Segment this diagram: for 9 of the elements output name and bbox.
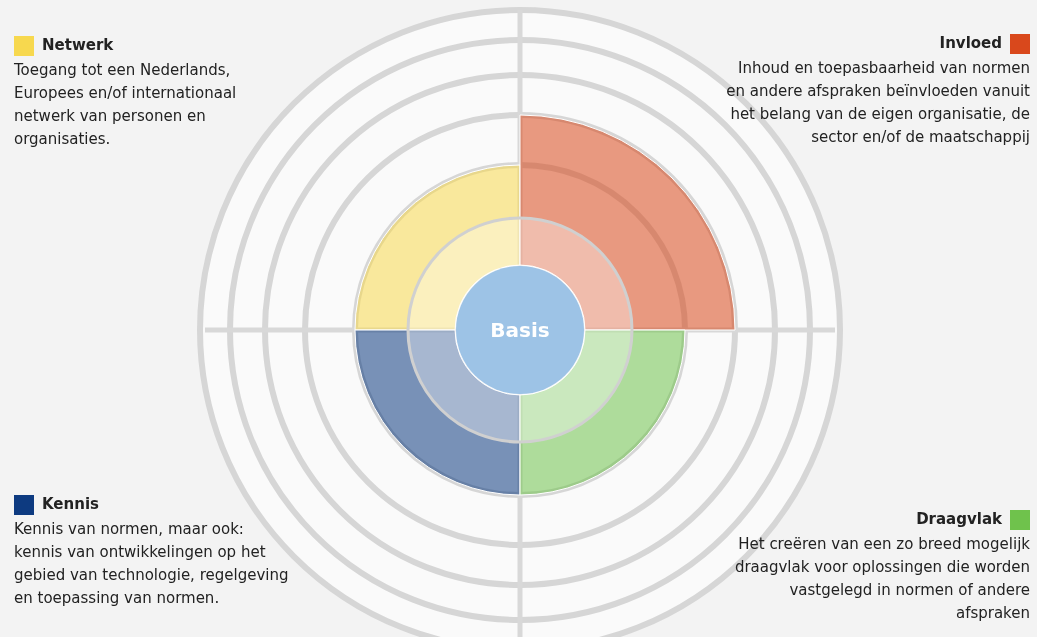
description-text: Inhoud en toepasbaarheid van normen en andere afspraken beïnvloeden vanuit het belang van de eigen organisatie, de sector en/of de maatschappij bbox=[725, 58, 1030, 148]
legend-label: Invloed bbox=[939, 33, 1002, 54]
description-text: Toegang tot een Nederlands, Europees en/of internationaal netwerk van personen en organisaties. bbox=[14, 60, 238, 150]
legend-label: Draagvlak bbox=[916, 509, 1002, 530]
description-text: Het creëren van een zo breed mogelijk draagvlak voor oplossingen die worden vastgelegd in normen of andere afspraken bbox=[733, 534, 1030, 624]
legend-label: Kennis bbox=[42, 494, 99, 515]
legend-label: Netwerk bbox=[42, 35, 114, 56]
description-text: Kennis van normen, maar ook: kennis van ontwikkelingen op het gebied van technologie, regelgeving en toepassing van normen. bbox=[14, 519, 289, 609]
node-label: Basis bbox=[490, 318, 550, 342]
